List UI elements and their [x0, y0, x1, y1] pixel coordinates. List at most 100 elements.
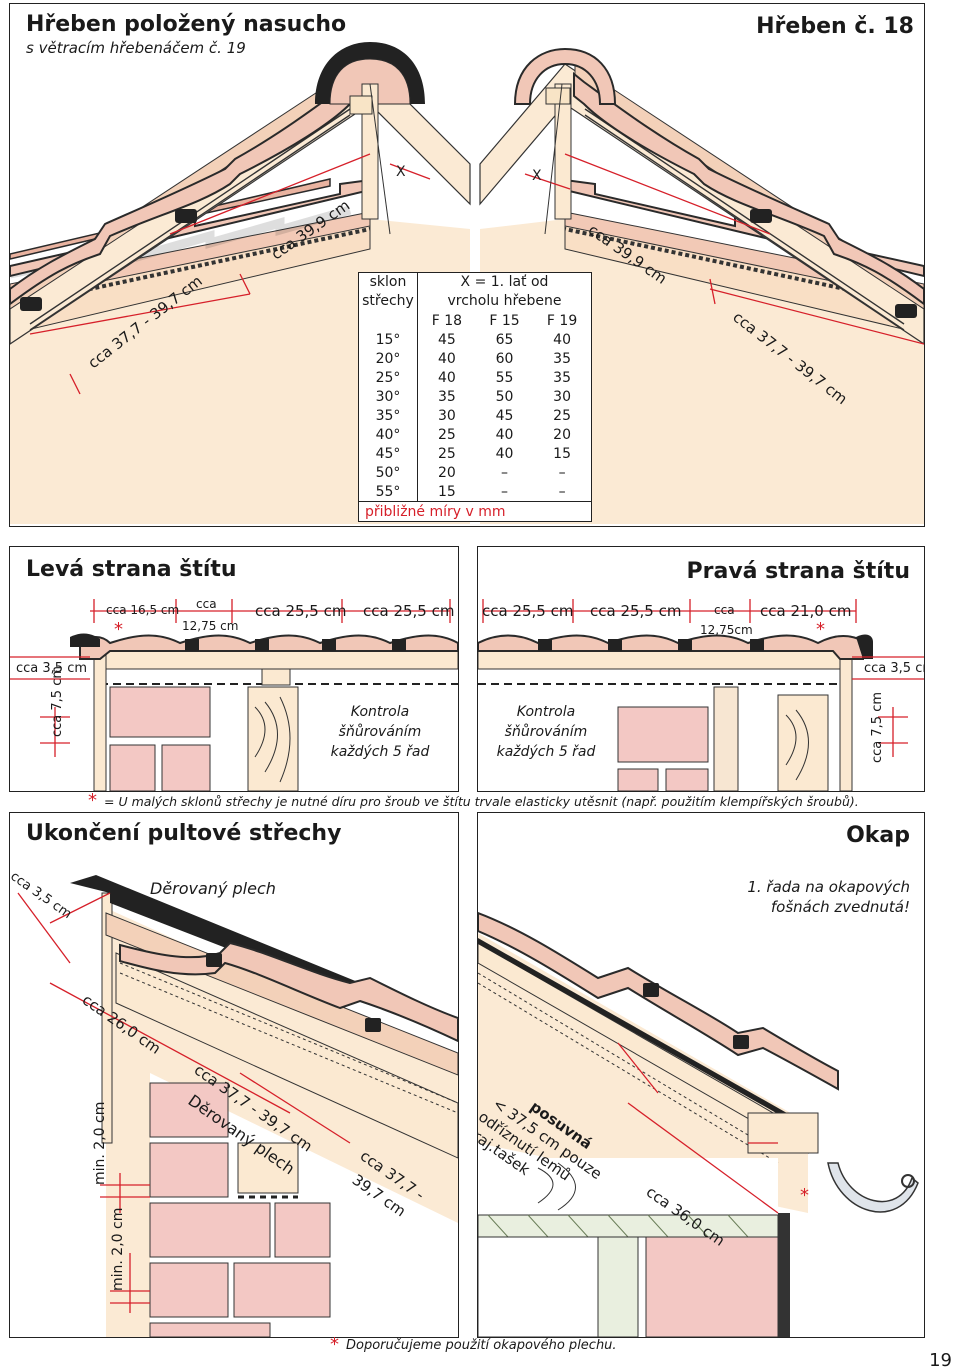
- table-row: 55°15––: [358, 482, 592, 502]
- table-subhead: F 15: [489, 312, 520, 329]
- gable-left-title: Levá strana štítu: [26, 557, 237, 582]
- gable-left-board: [93, 646, 107, 791]
- eave-drawing: [478, 911, 919, 1337]
- table-subhead: F 19: [546, 312, 578, 329]
- eave-board: [747, 1112, 819, 1154]
- table-cell: 20°: [358, 349, 418, 368]
- monopitch-drawing: [17, 875, 458, 1337]
- monopitch-dimension-lines: [17, 892, 351, 1313]
- gable-left-dim-2b: 12,75 cm: [182, 619, 239, 633]
- table-cell: 45: [437, 331, 456, 348]
- table-cell: 20: [553, 426, 571, 443]
- gable-right-batten: [478, 650, 841, 670]
- gable-right-drawing: [478, 599, 924, 791]
- table-head-1: X = 1. lať od: [460, 274, 549, 290]
- table-cell: 25: [553, 407, 571, 424]
- table-cell: 55: [495, 369, 514, 386]
- brick: [149, 1322, 271, 1337]
- table-cell: 30: [553, 388, 571, 405]
- table-note: přibližné míry v mm: [358, 501, 592, 522]
- table-cell: 15: [553, 445, 571, 462]
- table-cell: 35: [553, 350, 571, 367]
- brick: [233, 1262, 331, 1318]
- table-cell: 65: [495, 331, 514, 348]
- monopitch-label-plate-1: Děrovaný plech: [150, 879, 276, 898]
- table-cell: 40: [437, 369, 456, 386]
- table-cell: 25: [437, 426, 456, 443]
- gable-left-dim-4: cca 25,5 cm: [363, 602, 455, 620]
- table-col1-header-2: střechy: [358, 292, 418, 311]
- table-row: 50°20––: [358, 463, 592, 482]
- brick: [149, 1082, 229, 1138]
- gutter: [827, 1162, 919, 1213]
- brick: [109, 686, 211, 738]
- asterisk-icon: *: [88, 790, 97, 811]
- table-cell: 15°: [358, 330, 418, 349]
- right-roof-tiles: [573, 71, 924, 306]
- table-cell: 25: [437, 445, 456, 462]
- gable-right-dimension-lines: [482, 599, 924, 757]
- table-subhead: F 18: [431, 312, 463, 329]
- table-cell: 45°: [358, 444, 418, 463]
- gable-right-board: [839, 646, 853, 791]
- monopitch-tiles: [119, 941, 458, 1043]
- brick: [149, 1142, 229, 1198]
- gable-right-control-note: Kontrola šňůrováním každých 5 řad: [496, 704, 596, 760]
- svg-text:X: X: [532, 168, 542, 184]
- gable-left-drawing: [10, 599, 458, 791]
- ridge-left-subtitle: s větracím hřebenáčem č. 19: [26, 39, 246, 57]
- brick: [645, 1236, 779, 1337]
- table-cell: 40°: [358, 425, 418, 444]
- table-cell: 60: [495, 350, 514, 367]
- wall-plate: [237, 1142, 299, 1194]
- table-row: 25° 40 55 35: [358, 368, 592, 387]
- table-cell: 50: [495, 388, 514, 405]
- table-cell: 35°: [358, 406, 418, 425]
- rafter-section: [247, 686, 299, 791]
- table-cell: 40: [437, 350, 456, 367]
- gable-left-side-2: cca 7,5 cm: [50, 665, 65, 737]
- table-row: 20° 40 60 35: [358, 349, 592, 368]
- table-col1-header-1: sklon: [358, 272, 418, 292]
- brick: [617, 706, 709, 763]
- table-cell: 40: [495, 426, 514, 443]
- table-cell: 35: [553, 369, 571, 386]
- table-cell: 25°: [358, 368, 418, 387]
- brick: [665, 768, 709, 791]
- gable-right-side-1: cca 3,5 cm: [864, 661, 924, 676]
- monopitch-vert-2: min. 2,0 cm: [110, 1207, 126, 1291]
- gable-right-title: Pravá strana štítu: [686, 559, 910, 584]
- eave-title: Okap: [846, 823, 910, 848]
- brick: [617, 768, 659, 791]
- fascia-board: [101, 892, 113, 1144]
- table-cell: 55°: [358, 482, 418, 502]
- gable-right-dim-1: cca 25,5 cm: [482, 602, 574, 620]
- gable-left-dimension-lines: [10, 599, 451, 757]
- gable-left-dim-1: cca 16,5 cm: [106, 603, 180, 617]
- brick: [161, 744, 211, 791]
- left-ridge-cap: [315, 42, 425, 104]
- ridge-slope-table: sklon X = 1. lať od střechy vrcholu hřeb…: [358, 272, 592, 522]
- monopitch-title: Ukončení pultové střechy: [26, 821, 342, 846]
- page-number: 19: [929, 1350, 952, 1371]
- table-cell: –: [558, 464, 566, 481]
- ridge-left-title: Hřeben položený nasucho: [26, 12, 347, 37]
- table-cell: 20: [437, 464, 456, 481]
- table-cell: 40: [553, 331, 571, 348]
- table-row: 15° 45 65 40: [358, 330, 592, 349]
- table-cell: 40: [495, 445, 514, 462]
- brick: [274, 1202, 331, 1258]
- table-cell: –: [558, 483, 566, 500]
- ridge-dimension-lines: [29, 153, 924, 395]
- brick: [149, 1262, 229, 1318]
- table-cell: 50°: [358, 463, 418, 482]
- table-cell: 30: [437, 407, 456, 424]
- gable-right-side-2: cca 7,5 cm: [870, 691, 885, 763]
- table-cell: –: [500, 483, 508, 500]
- gable-left-panel: Levá strana štítu cca 16,5 cm cca 12,75 …: [9, 546, 459, 792]
- brick: [109, 744, 156, 791]
- gable-right-dim-3a: cca: [714, 603, 735, 617]
- gable-left-dim-2a: cca: [196, 597, 217, 611]
- table-row: 40° 25 40 20: [358, 425, 592, 444]
